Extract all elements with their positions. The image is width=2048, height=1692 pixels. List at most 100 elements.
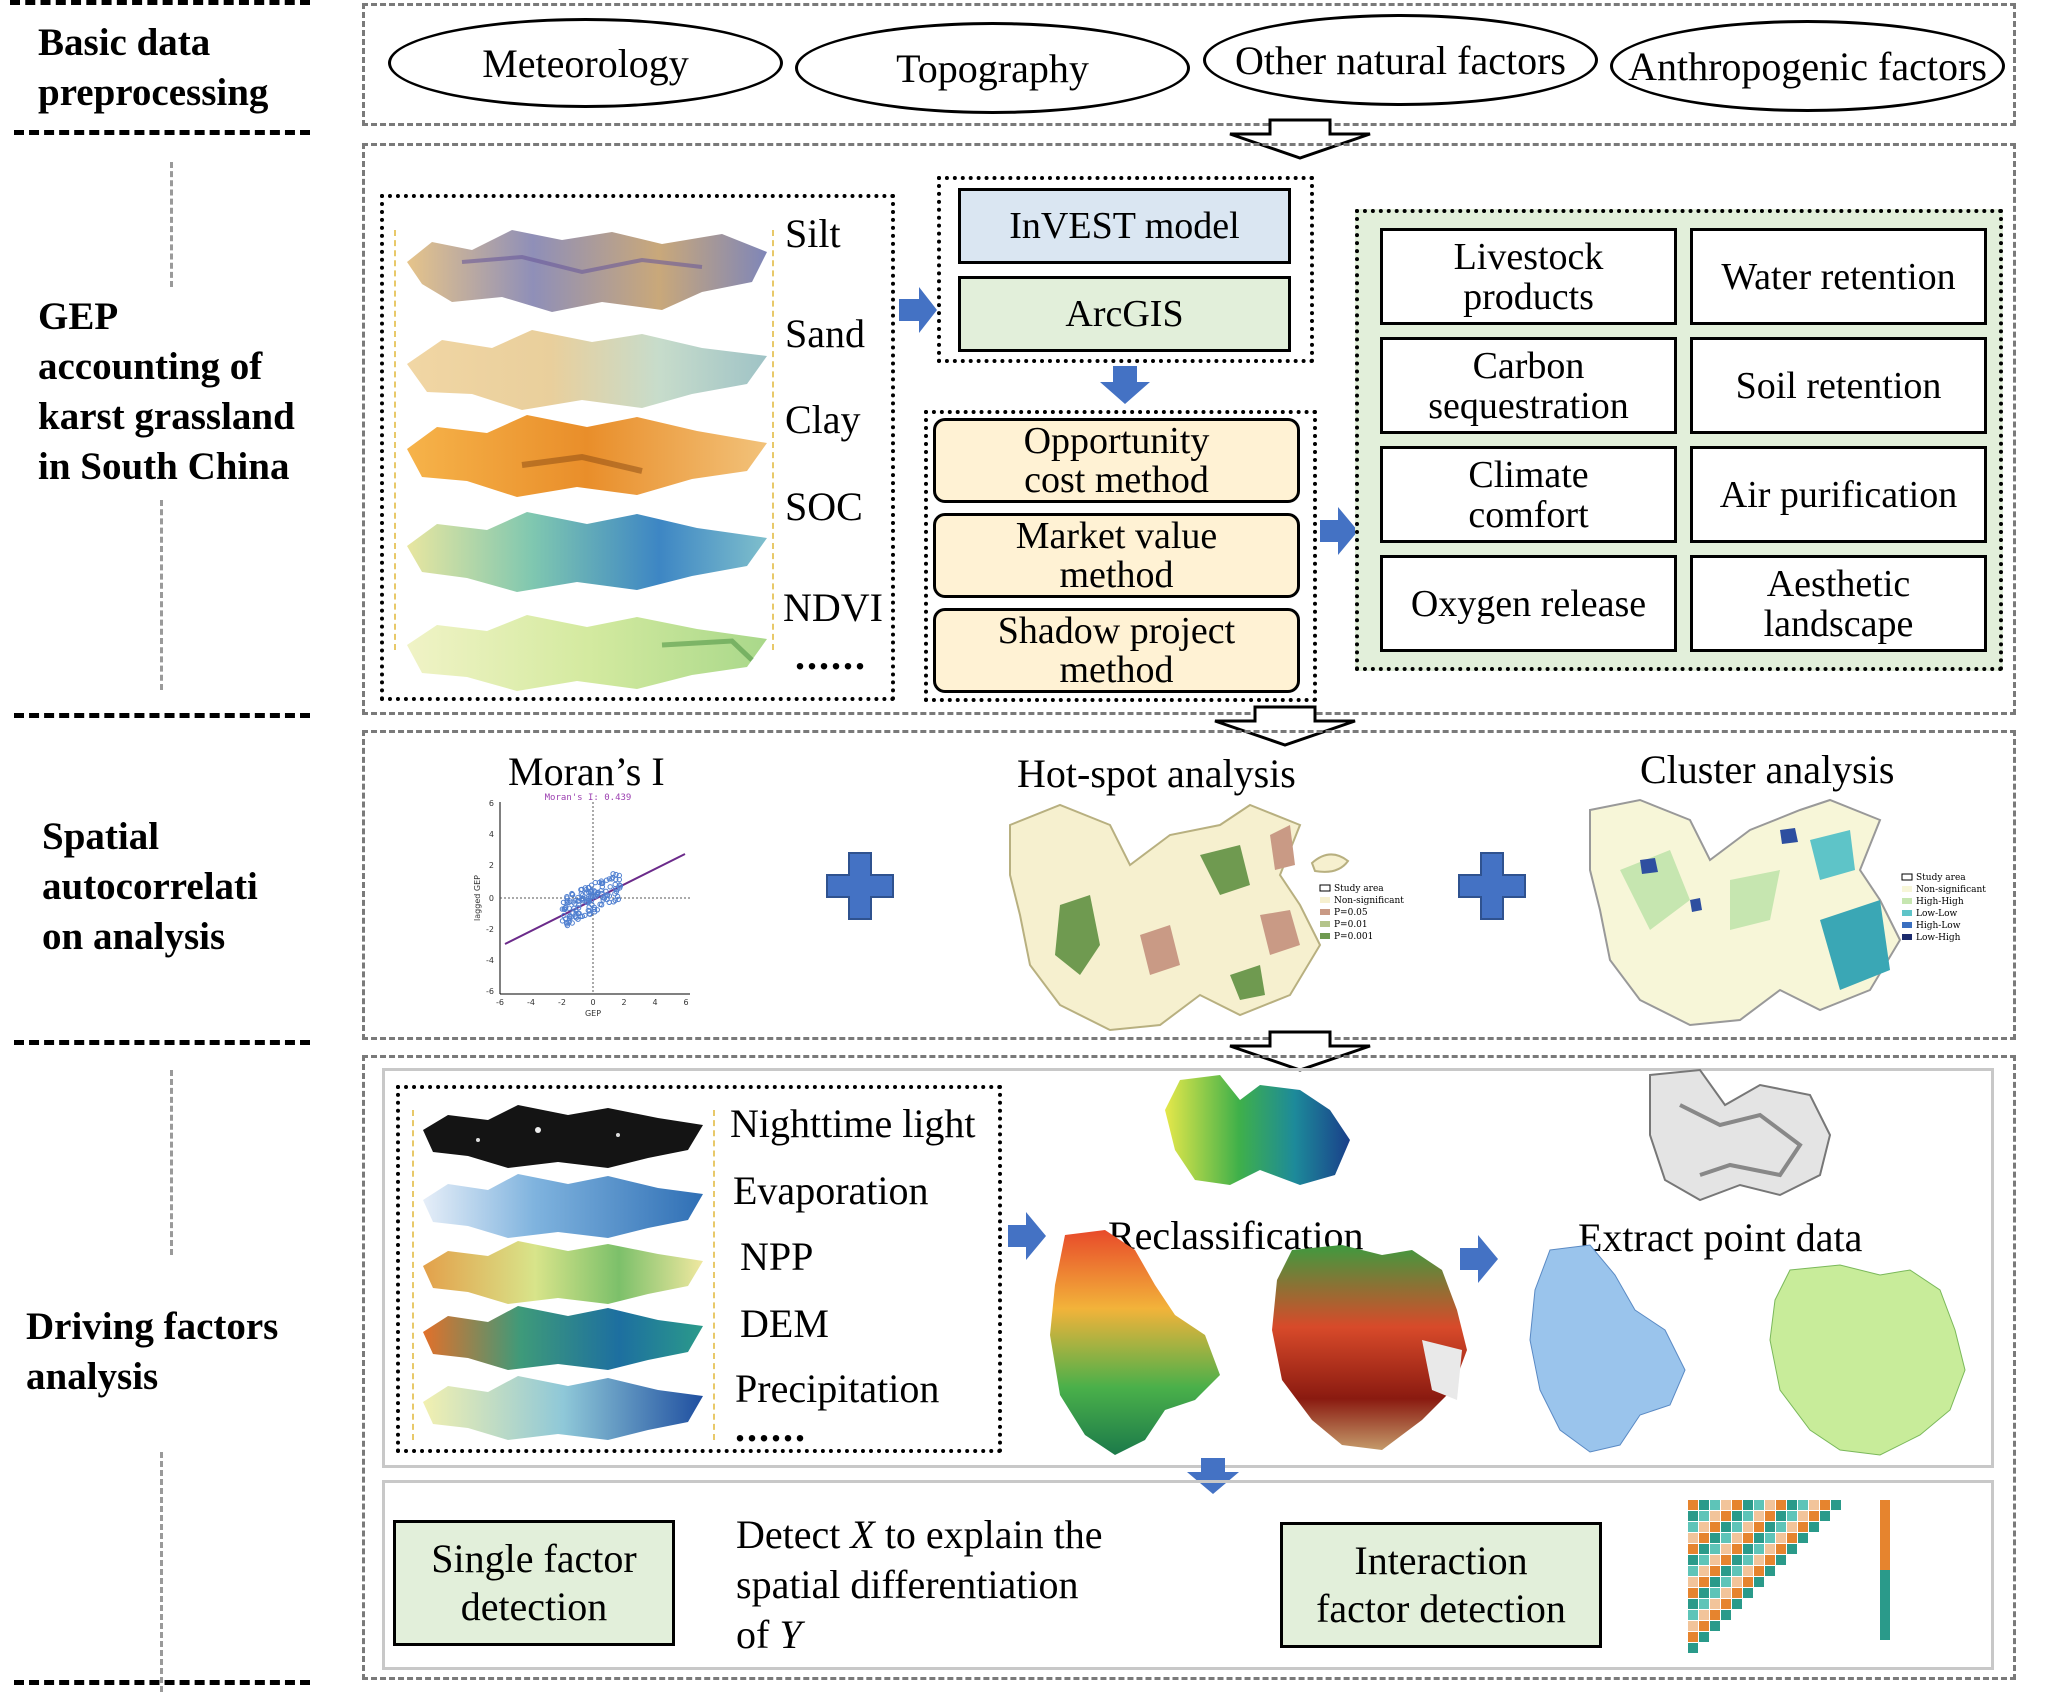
heatmap-cell xyxy=(1710,1577,1720,1587)
heatmap-cell xyxy=(1743,1522,1753,1532)
heatmap-cell xyxy=(1710,1610,1720,1620)
moran-point xyxy=(589,894,595,900)
layer-label-soc: SOC xyxy=(785,484,863,529)
svg-text:Moran's I: 0.439: Moran's I: 0.439 xyxy=(545,793,632,803)
reclass-map-right xyxy=(1272,1245,1467,1450)
driver-layer-divider-right xyxy=(713,1110,715,1440)
section-label-spatial: Spatial autocorrelati on analysis xyxy=(42,815,258,958)
layer-label-clay: Clay xyxy=(785,397,861,442)
driver-layer-divider-left xyxy=(412,1110,414,1440)
service-oxygen: Oxygen release xyxy=(1380,555,1677,652)
heatmap-cell xyxy=(1820,1511,1830,1521)
moran-point xyxy=(579,895,585,902)
heatmap-cell xyxy=(1699,1555,1709,1565)
heatmap-cell xyxy=(1787,1522,1797,1532)
vline-1a xyxy=(170,162,173,287)
svg-text:2: 2 xyxy=(489,861,494,870)
heatmap-cell xyxy=(1732,1544,1742,1554)
moran-point xyxy=(582,912,588,919)
heatmap-cell xyxy=(1688,1599,1698,1609)
heatmap-cell xyxy=(1688,1555,1698,1565)
layer-label-silt: Silt xyxy=(785,211,841,256)
heatmap-cell xyxy=(1710,1599,1720,1609)
svg-text:GEP: GEP xyxy=(585,1009,601,1018)
heatmap-cell xyxy=(1710,1555,1720,1565)
heatmap-cell xyxy=(1721,1566,1731,1576)
moran-point xyxy=(591,888,597,894)
layer-divider xyxy=(394,230,396,650)
arrow-down-methods xyxy=(1100,366,1150,404)
heatmap-cell xyxy=(1754,1500,1764,1510)
heatmap-cell xyxy=(1776,1544,1786,1554)
heatmap-cell xyxy=(1776,1555,1786,1565)
hollow-arrow-down-1 xyxy=(1229,118,1371,160)
models-box xyxy=(937,176,1314,363)
svg-text:-6: -6 xyxy=(496,998,504,1007)
moran-point xyxy=(570,899,576,905)
heatmap-cell xyxy=(1732,1533,1742,1543)
section-label-gep: GEP accounting of karst grassland in Sou… xyxy=(38,295,295,488)
divider-top xyxy=(10,0,310,5)
heatmap-cell xyxy=(1765,1500,1775,1510)
moran-point xyxy=(594,907,601,913)
moran-point xyxy=(597,901,603,908)
svg-text:P=0.05: P=0.05 xyxy=(1334,908,1368,918)
heatmap-cell xyxy=(1688,1533,1698,1543)
heatmap-cell xyxy=(1743,1566,1753,1576)
moran-point xyxy=(603,877,610,883)
moran-point xyxy=(617,885,623,891)
extract-map-right xyxy=(1769,1264,1966,1456)
silt-map xyxy=(407,230,767,312)
driver-label-evaporation: Evaporation xyxy=(733,1168,929,1213)
svg-text:Study area: Study area xyxy=(1916,873,1966,883)
heatmap-cell xyxy=(1831,1500,1841,1510)
moran-point xyxy=(564,899,570,905)
heatmap-cell xyxy=(1743,1544,1753,1554)
heatmap-cell xyxy=(1732,1511,1742,1521)
svg-text:P=0.01: P=0.01 xyxy=(1334,920,1368,930)
svg-text:-6: -6 xyxy=(486,987,494,996)
heatmap-cell xyxy=(1787,1533,1797,1543)
heatmap-cell xyxy=(1776,1500,1786,1510)
moran-point xyxy=(612,881,618,888)
heatmap-cell xyxy=(1688,1544,1698,1554)
svg-text:0: 0 xyxy=(489,894,494,903)
vline-3a xyxy=(170,1070,173,1255)
moran-point xyxy=(567,898,573,904)
moran-point xyxy=(562,916,569,922)
heatmap-cell xyxy=(1721,1599,1731,1609)
svg-text:Low-High: Low-High xyxy=(1916,933,1961,943)
vline-1b xyxy=(160,500,163,690)
heatmap-cell xyxy=(1765,1511,1775,1521)
soil-layers-box xyxy=(380,194,895,701)
heatmap-cell xyxy=(1721,1511,1731,1521)
heatmap-cell xyxy=(1699,1599,1709,1609)
detect-description: Detect X to explain the spatial differen… xyxy=(736,1512,1103,1657)
heatmap-cell xyxy=(1688,1610,1698,1620)
heatmap-cell xyxy=(1710,1544,1720,1554)
moran-point xyxy=(614,893,621,900)
layer-label-more: ...... xyxy=(795,633,867,678)
moran-point xyxy=(580,892,586,898)
heatmap-cell xyxy=(1721,1577,1731,1587)
driver-label-precipitation: Precipitation xyxy=(735,1366,940,1411)
svg-text:-2: -2 xyxy=(486,925,494,934)
heatmap-cell xyxy=(1721,1588,1731,1598)
heatmap-cell xyxy=(1699,1621,1709,1631)
moran-point xyxy=(583,899,589,905)
panel-spatial xyxy=(362,730,2016,1040)
heatmap-cell xyxy=(1798,1500,1808,1510)
moran-point xyxy=(613,871,619,878)
heatmap-cell xyxy=(1820,1500,1830,1510)
moran-point xyxy=(612,891,618,897)
svg-text:-2: -2 xyxy=(558,998,566,1007)
heatmap-cell xyxy=(1721,1533,1731,1543)
ellipse-other-natural: Other natural factors xyxy=(1203,14,1598,106)
heatmap-cell xyxy=(1688,1588,1698,1598)
ellipse-meteorology: Meteorology xyxy=(388,18,783,108)
